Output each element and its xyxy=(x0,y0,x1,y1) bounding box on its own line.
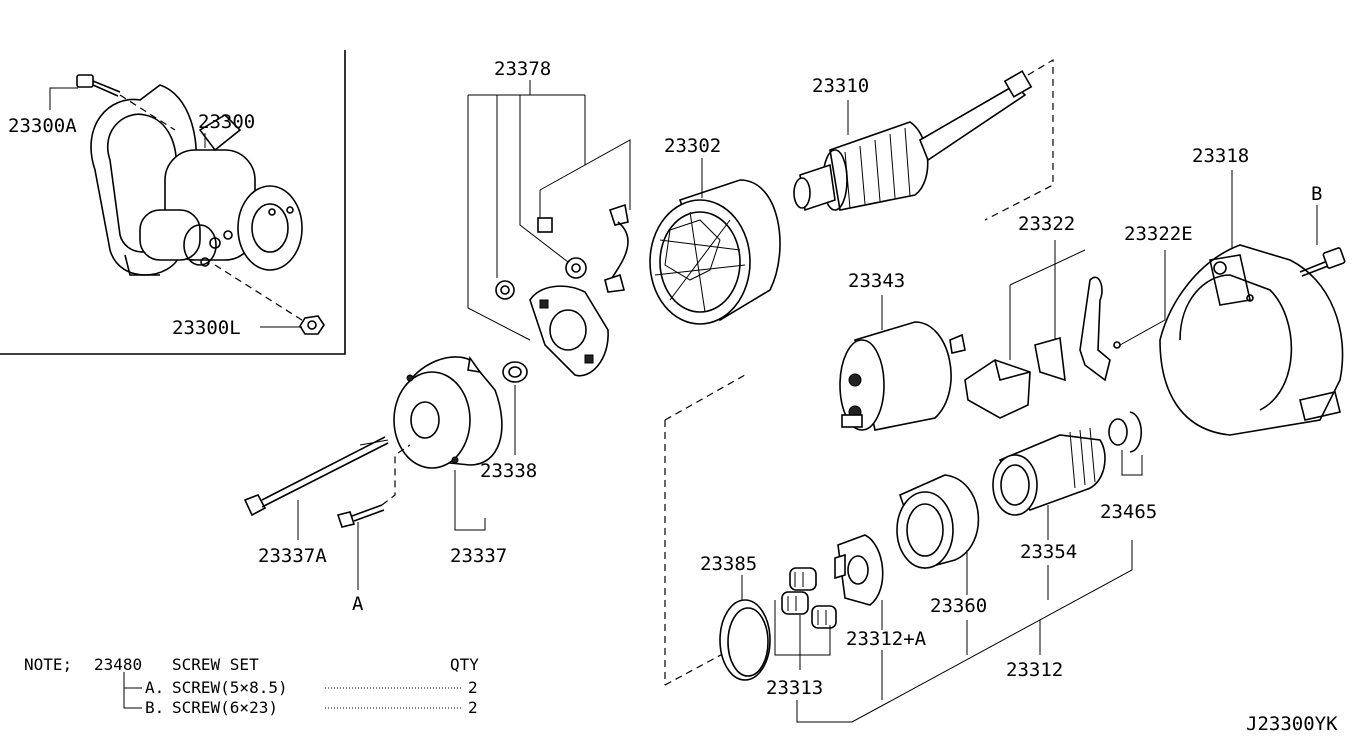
lever-23322 xyxy=(964,276,1111,419)
note-row-a-desc: SCREW(5×8.5) xyxy=(172,678,288,697)
note-part-no: 23480 xyxy=(94,655,142,674)
note-row-b-qty: 2 xyxy=(468,698,478,717)
label-23338: 23338 xyxy=(480,460,537,482)
note-row-a-qty: 2 xyxy=(468,678,478,697)
label-23322E: 23322E xyxy=(1124,223,1193,245)
note-qty-header: QTY xyxy=(450,655,479,674)
rear-cover-23337 xyxy=(393,355,503,469)
label-23322: 23322 xyxy=(1018,213,1075,235)
label-23385: 23385 xyxy=(700,553,757,575)
bushing-23338-icon xyxy=(502,361,528,383)
label-23343: 23343 xyxy=(848,270,905,292)
nut-23300L-icon xyxy=(299,315,325,335)
internal-gear-23360 xyxy=(896,474,980,569)
label-23300A: 23300A xyxy=(8,115,77,137)
housing-23318 xyxy=(1159,244,1344,436)
diagram-code: J23300YK xyxy=(1246,713,1338,735)
label-23378: 23378 xyxy=(494,58,551,80)
stop-ring-23465 xyxy=(1108,411,1142,453)
label-23337A: 23337A xyxy=(258,545,327,567)
label-23300: 23300 xyxy=(198,111,255,133)
note-row-b-desc: SCREW(6×23) xyxy=(172,698,278,717)
label-23318: 23318 xyxy=(1192,145,1249,167)
label-23360: 23360 xyxy=(930,595,987,617)
label-23310: 23310 xyxy=(812,75,869,97)
inset-starter-assembly xyxy=(76,74,325,335)
label-23302: 23302 xyxy=(664,135,721,157)
label-23465: 23465 xyxy=(1100,501,1157,523)
note-row-b-key: B. xyxy=(145,698,164,717)
pinion-23354 xyxy=(992,427,1106,516)
bolt-23300A-icon xyxy=(76,74,121,97)
armature-23310 xyxy=(793,70,1033,212)
label-A: A xyxy=(352,593,364,615)
note-title: SCREW SET xyxy=(172,655,259,674)
label-23313: 23313 xyxy=(766,677,823,699)
inset-frame xyxy=(0,50,346,355)
yoke-23302 xyxy=(649,179,781,325)
gear-shaft-23312A xyxy=(834,534,884,606)
label-23312: 23312 xyxy=(1006,659,1063,681)
label-23354: 23354 xyxy=(1020,541,1077,563)
note-row-a-key: A. xyxy=(145,678,164,697)
washer-23385 xyxy=(719,599,771,681)
label-23300L: 23300L xyxy=(172,317,241,339)
label-23312A: 23312+A xyxy=(846,628,927,650)
brush-holder-group xyxy=(467,80,631,377)
label-23337: 23337 xyxy=(450,545,507,567)
label-B: B xyxy=(1311,183,1322,205)
note-prefix: NOTE; xyxy=(24,655,72,674)
solenoid-23343 xyxy=(839,321,966,431)
bolt-B-icon xyxy=(1299,247,1346,277)
through-bolt-23337A-icon xyxy=(243,436,389,517)
planetary-gears-23313 xyxy=(781,567,837,629)
screw-A-icon xyxy=(336,504,385,528)
note-block: NOTE; 23480 SCREW SET QTY A. SCREW(5×8.5… xyxy=(24,655,479,717)
